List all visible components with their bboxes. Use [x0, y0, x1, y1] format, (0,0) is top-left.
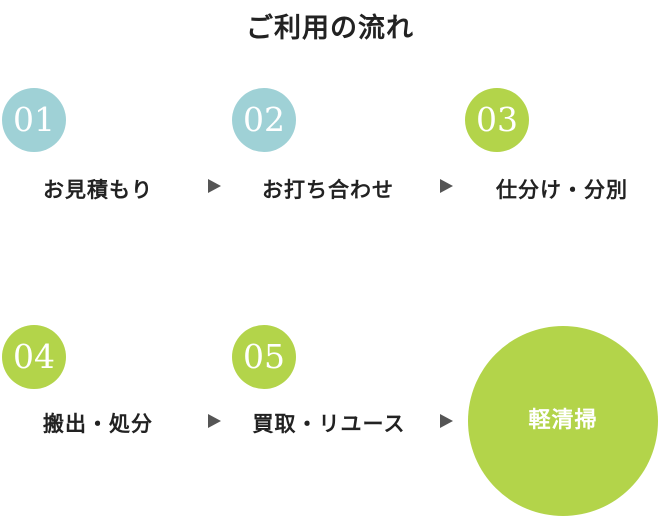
step-number-1: 01 [2, 88, 66, 152]
step-number-4: 04 [2, 325, 66, 389]
step-label-1: お見積もり [43, 178, 153, 202]
arrow-5-to-6 [440, 414, 453, 428]
arrow-4-to-5 [208, 414, 221, 428]
step-label-4: 搬出・処分 [43, 412, 153, 436]
step-label-2: お打ち合わせ [262, 178, 394, 202]
step-number-5: 05 [232, 325, 296, 389]
step-label-5: 買取・リユース [252, 412, 406, 436]
final-step-circle: 軽清掃 [468, 326, 658, 516]
page-title: ご利用の流れ [246, 13, 414, 44]
step-label-3: 仕分け・分別 [496, 178, 628, 202]
step-number-3: 03 [465, 88, 529, 152]
arrow-1-to-2 [208, 179, 221, 193]
final-step-label: 軽清掃 [528, 408, 598, 433]
step-number-2: 02 [232, 88, 296, 152]
arrow-2-to-3 [440, 179, 453, 193]
